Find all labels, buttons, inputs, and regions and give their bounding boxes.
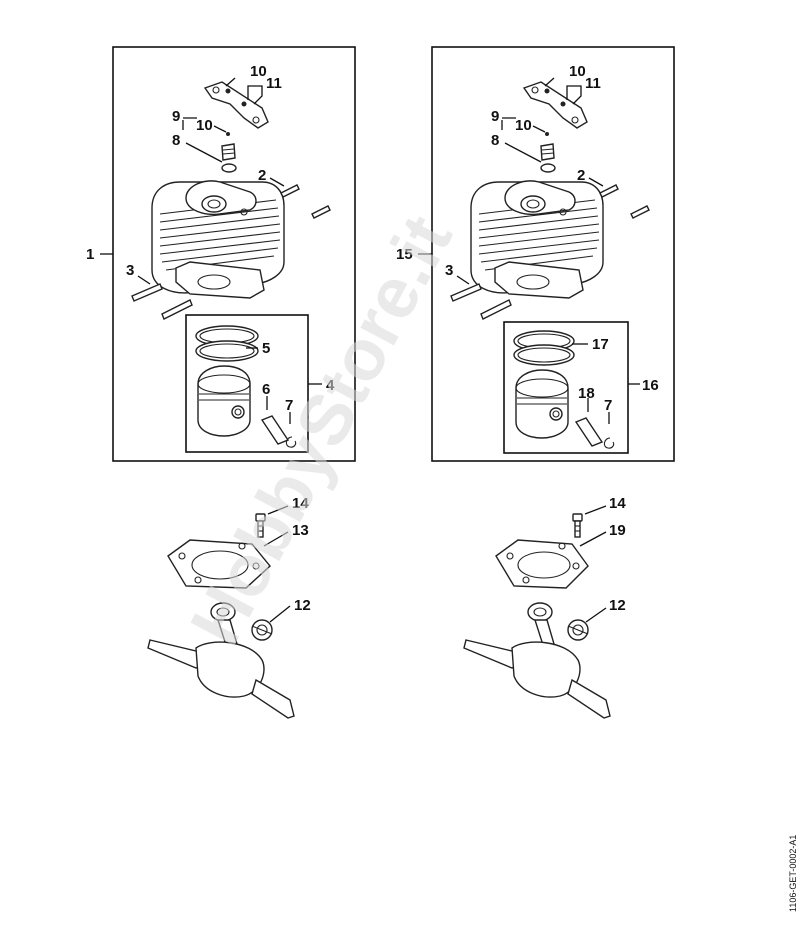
label-3-right: 3 xyxy=(445,262,453,279)
label-16: 16 xyxy=(642,377,659,394)
right-decomp-valve xyxy=(540,132,556,173)
right-needle-cage xyxy=(567,619,589,641)
label-5: 5 xyxy=(262,340,270,357)
label-12-right: 12 xyxy=(609,597,626,614)
label-13: 13 xyxy=(292,522,309,539)
label-10b-left: 10 xyxy=(250,63,267,80)
label-6: 6 xyxy=(262,381,270,398)
label-9-right: 9 xyxy=(491,108,499,125)
right-pin-2 xyxy=(599,184,619,198)
label-8-left: 8 xyxy=(172,132,180,149)
label-8-right: 8 xyxy=(491,132,499,149)
left-gasket xyxy=(167,539,271,589)
left-pin-2 xyxy=(280,184,300,198)
left-crankshaft-assembly: 14 13 12 xyxy=(147,495,311,719)
left-cover-plate xyxy=(203,81,269,129)
right-piston-box xyxy=(503,321,629,454)
label-7-right: 7 xyxy=(604,397,612,414)
right-pin-2b xyxy=(630,205,650,219)
label-3-left: 3 xyxy=(126,262,134,279)
label-15: 15 xyxy=(396,246,413,263)
right-pin-3 xyxy=(450,283,482,302)
label-7-left: 7 xyxy=(285,397,293,414)
label-11-right: 11 xyxy=(585,75,601,92)
right-piston-pin xyxy=(574,417,604,447)
label-10a-left: 10 xyxy=(196,117,213,134)
left-pin-2b xyxy=(311,205,331,219)
right-cover-plate xyxy=(522,81,588,129)
left-decomp-valve xyxy=(221,132,237,173)
right-crankshaft xyxy=(463,602,611,719)
left-pin-3b xyxy=(161,299,193,320)
left-crankshaft xyxy=(147,602,295,719)
label-2-right: 2 xyxy=(577,167,585,184)
right-circlip xyxy=(603,437,615,449)
left-pin-3 xyxy=(131,283,163,302)
right-piston-rings xyxy=(513,330,575,366)
label-11-left: 11 xyxy=(266,75,282,92)
right-crankshaft-assembly: 14 19 12 xyxy=(463,495,626,719)
label-1: 1 xyxy=(86,246,94,263)
label-2-left: 2 xyxy=(258,167,266,184)
left-screw xyxy=(255,513,266,538)
drawing-code: 1106-GET-0002-A1 xyxy=(788,835,798,912)
label-18: 18 xyxy=(578,385,595,402)
label-14-left: 14 xyxy=(292,495,309,512)
label-10b-right: 10 xyxy=(569,63,586,80)
left-needle-cage xyxy=(251,619,273,641)
right-pin-3b xyxy=(480,299,512,320)
right-piston xyxy=(515,369,569,439)
right-gasket xyxy=(495,539,589,589)
label-17: 17 xyxy=(592,336,609,353)
label-14-right: 14 xyxy=(609,495,626,512)
left-piston xyxy=(197,365,251,437)
label-10a-right: 10 xyxy=(515,117,532,134)
left-cylinder xyxy=(151,180,285,299)
left-piston-rings xyxy=(195,325,259,362)
left-circlip xyxy=(285,436,297,448)
label-19: 19 xyxy=(609,522,626,539)
right-cylinder xyxy=(470,180,604,299)
left-piston-pin xyxy=(260,415,290,445)
label-9-left: 9 xyxy=(172,108,180,125)
left-cylinder-assembly: 1 2 3 4 5 6 7 8 9 10 10 11 xyxy=(86,46,356,462)
right-screw xyxy=(572,513,583,538)
label-4: 4 xyxy=(326,377,335,394)
label-12-left: 12 xyxy=(294,597,311,614)
right-cylinder-assembly: 15 2 3 16 17 18 7 8 9 10 10 11 xyxy=(396,46,675,462)
